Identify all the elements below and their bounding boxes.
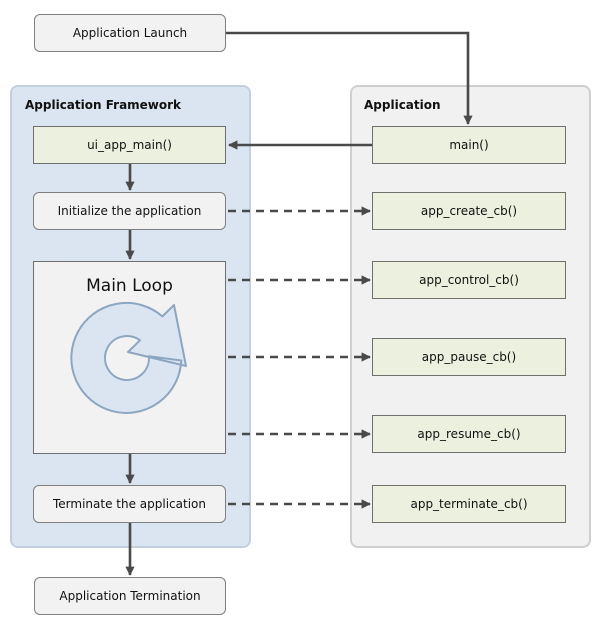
terminate-application-node: Terminate the application [33, 485, 226, 523]
app-pause-cb-node: app_pause_cb() [372, 338, 566, 376]
app-control-cb-node: app_control_cb() [372, 261, 566, 299]
arrow-launch-to-main [226, 31, 473, 125]
app-terminate-cb-node: app_terminate_cb() [372, 485, 566, 523]
application-launch-node: Application Launch [34, 14, 226, 52]
initialize-application-node: Initialize the application [33, 192, 226, 230]
main-loop-title: Main Loop [86, 276, 173, 296]
application-framework-title: Application Framework [25, 98, 182, 112]
app-create-cb-node: app_create_cb() [372, 192, 566, 230]
ui-app-main-node: ui_app_main() [33, 126, 226, 164]
app-resume-cb-node: app_resume_cb() [372, 415, 566, 453]
application-title: Application [364, 98, 441, 112]
main-node: main() [372, 126, 566, 164]
circular-refresh-arrow-icon [70, 301, 187, 414]
main-loop-node: Main Loop [33, 261, 226, 454]
application-termination-node: Application Termination [34, 577, 226, 615]
